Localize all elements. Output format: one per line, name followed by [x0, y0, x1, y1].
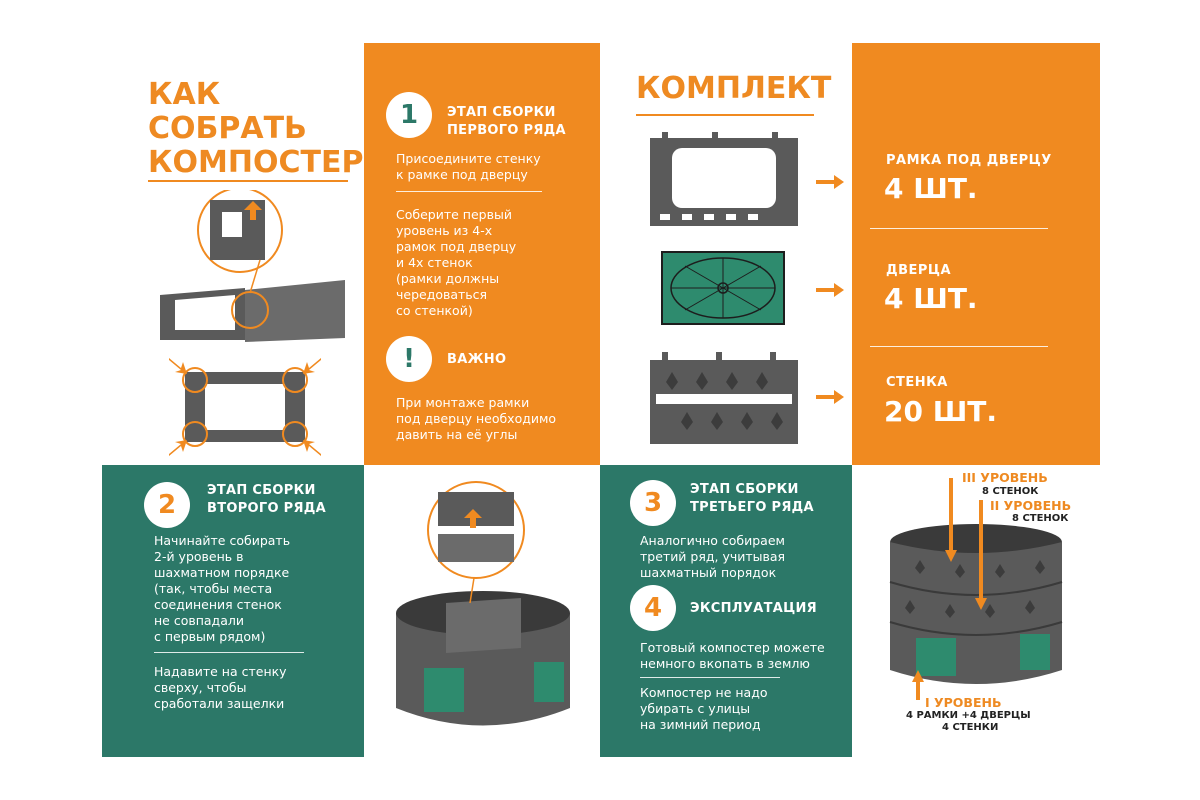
level3-arrow-icon	[945, 478, 957, 562]
title-underline	[148, 180, 348, 182]
title-line: КАК	[148, 77, 221, 112]
second-row-illustration	[396, 481, 570, 726]
kit-title-underline	[636, 114, 814, 116]
important-text: При монтаже рамки под дверцу необходимо …	[396, 395, 556, 443]
frame-corners-illustration	[169, 358, 321, 456]
step2-divider	[154, 652, 304, 653]
title-line: ЭТАП СБОРКИ	[207, 483, 316, 498]
level2-subtitle: 8 СТЕНОК	[1012, 513, 1069, 524]
level3-title: III УРОВЕНЬ	[962, 470, 1048, 485]
step3-text: Аналогично собираем третий ряд, учитывая…	[640, 533, 785, 581]
wall-illustration	[650, 352, 798, 444]
text-line: под дверцу необходимо	[396, 411, 557, 426]
text-line: со стенкой)	[396, 303, 473, 318]
door-frame-illustration	[650, 132, 798, 226]
door-illustration	[661, 251, 785, 325]
text-line: Начинайте собирать	[154, 533, 291, 548]
text-line: Готовый компостер можете	[640, 640, 825, 655]
step1-title: ЭТАП СБОРКИ ПЕРВОГО РЯДА	[447, 104, 566, 140]
text-line: на зимний период	[640, 717, 761, 732]
step4-text2: Компостер не надо убирать с улицы на зим…	[640, 685, 767, 733]
important-icon: !	[386, 336, 432, 382]
text-line: Надавите на стенку	[154, 664, 287, 679]
step3-number-badge: 3	[630, 480, 676, 526]
step3-title: ЭТАП СБОРКИ ТРЕТЬЕГО РЯДА	[690, 481, 814, 517]
text-line: (рамки должны	[396, 271, 500, 286]
kit-item-label: ДВЕРЦА	[886, 263, 952, 278]
step2-title: ЭТАП СБОРКИ ВТОРОГО РЯДА	[207, 482, 326, 518]
kit-title: КОМПЛЕКТ	[636, 71, 832, 106]
step2-text1: Начинайте собирать 2-й уровень в шахматн…	[154, 533, 290, 645]
title-line: ВТОРОГО РЯДА	[207, 501, 327, 516]
step4-text1: Готовый компостер можете немного вкопать…	[640, 640, 825, 672]
level2-arrow-icon	[975, 500, 987, 610]
text-line: рамок под дверцу	[396, 239, 517, 254]
text-line: Соберите первый	[396, 207, 512, 222]
how-to-assemble-title: КАК СОБРАТЬ КОМПОСТЕР	[148, 78, 363, 180]
level1-title: I УРОВЕНЬ	[925, 695, 1002, 710]
kit-divider	[870, 228, 1048, 229]
text-line: (так, чтобы места	[154, 581, 273, 596]
text-line: чередоваться	[396, 287, 488, 302]
text-line: убирать с улицы	[640, 701, 751, 716]
title-line: СОБРАТЬ	[148, 111, 307, 146]
text-line: третий ряд, учитывая	[640, 549, 786, 564]
title-line: ТРЕТЬЕГО РЯДА	[690, 500, 814, 515]
text-line: соединения стенок	[154, 597, 282, 612]
step1-text1: Присоедините стенку к рамке под дверцу	[396, 151, 541, 183]
important-label: ВАЖНО	[447, 352, 507, 367]
step1-divider	[396, 191, 542, 192]
step1-text2: Соберите первый уровень из 4-х рамок под…	[396, 207, 516, 319]
title-line: КОМПОСТЕР	[148, 145, 364, 180]
kit-divider	[870, 346, 1048, 347]
step2-number-badge: 2	[144, 482, 190, 528]
text-line: немного вкопать в землю	[640, 656, 810, 671]
kit-item-value: 20 ШТ.	[884, 395, 998, 428]
step4-number-badge: 4	[630, 585, 676, 631]
text-line: сверху, чтобы	[154, 680, 247, 695]
finished-composter-illustration	[889, 524, 1063, 684]
kit-values-panel	[852, 43, 1100, 465]
title-line: ЭТАП СБОРКИ	[447, 105, 556, 120]
text-line: не совпадали	[154, 613, 244, 628]
kit-item-label: СТЕНКА	[886, 375, 948, 390]
arrow-right-icon	[816, 283, 844, 297]
text-line: 2-й уровень в	[154, 549, 244, 564]
arrow-right-icon	[816, 390, 844, 404]
kit-item-label: РАМКА ПОД ДВЕРЦУ	[886, 153, 1052, 168]
step1-number-badge: 1	[386, 92, 432, 138]
arrow-right-icon	[816, 175, 844, 189]
text-line: и 4х стенок	[396, 255, 473, 270]
title-line: ЭТАП СБОРКИ	[690, 482, 799, 497]
text-line: Компостер не надо	[640, 685, 768, 700]
text-line: уровень из 4-х	[396, 223, 493, 238]
level1-arrow-icon	[912, 670, 924, 700]
text-line: При монтаже рамки	[396, 395, 530, 410]
text-line: Присоедините стенку	[396, 151, 541, 166]
kit-item-value: 4 ШТ.	[884, 282, 978, 315]
step4-title: ЭКСПЛУАТАЦИЯ	[690, 601, 817, 616]
text-line: давить на её углы	[396, 427, 518, 442]
assembly-illustration-top	[160, 190, 345, 342]
level1-subtitle: 4 РАМКИ +4 ДВЕРЦЫ	[906, 710, 1031, 721]
text-line: к рамке под дверцу	[396, 167, 528, 182]
text-line: шахматном порядке	[154, 565, 290, 580]
step2-text2: Надавите на стенку сверху, чтобы сработа…	[154, 664, 287, 712]
text-line: с первым рядом)	[154, 629, 266, 644]
text-line: шахматный порядок	[640, 565, 777, 580]
kit-item-value: 4 ШТ.	[884, 172, 978, 205]
level1-subtitle: 4 СТЕНКИ	[942, 722, 999, 733]
title-line: ПЕРВОГО РЯДА	[447, 123, 566, 138]
text-line: сработали защелки	[154, 696, 285, 711]
text-line: Аналогично собираем	[640, 533, 785, 548]
level2-title: II УРОВЕНЬ	[990, 498, 1072, 513]
step4-divider	[640, 677, 780, 678]
level3-subtitle: 8 СТЕНОК	[982, 486, 1039, 497]
